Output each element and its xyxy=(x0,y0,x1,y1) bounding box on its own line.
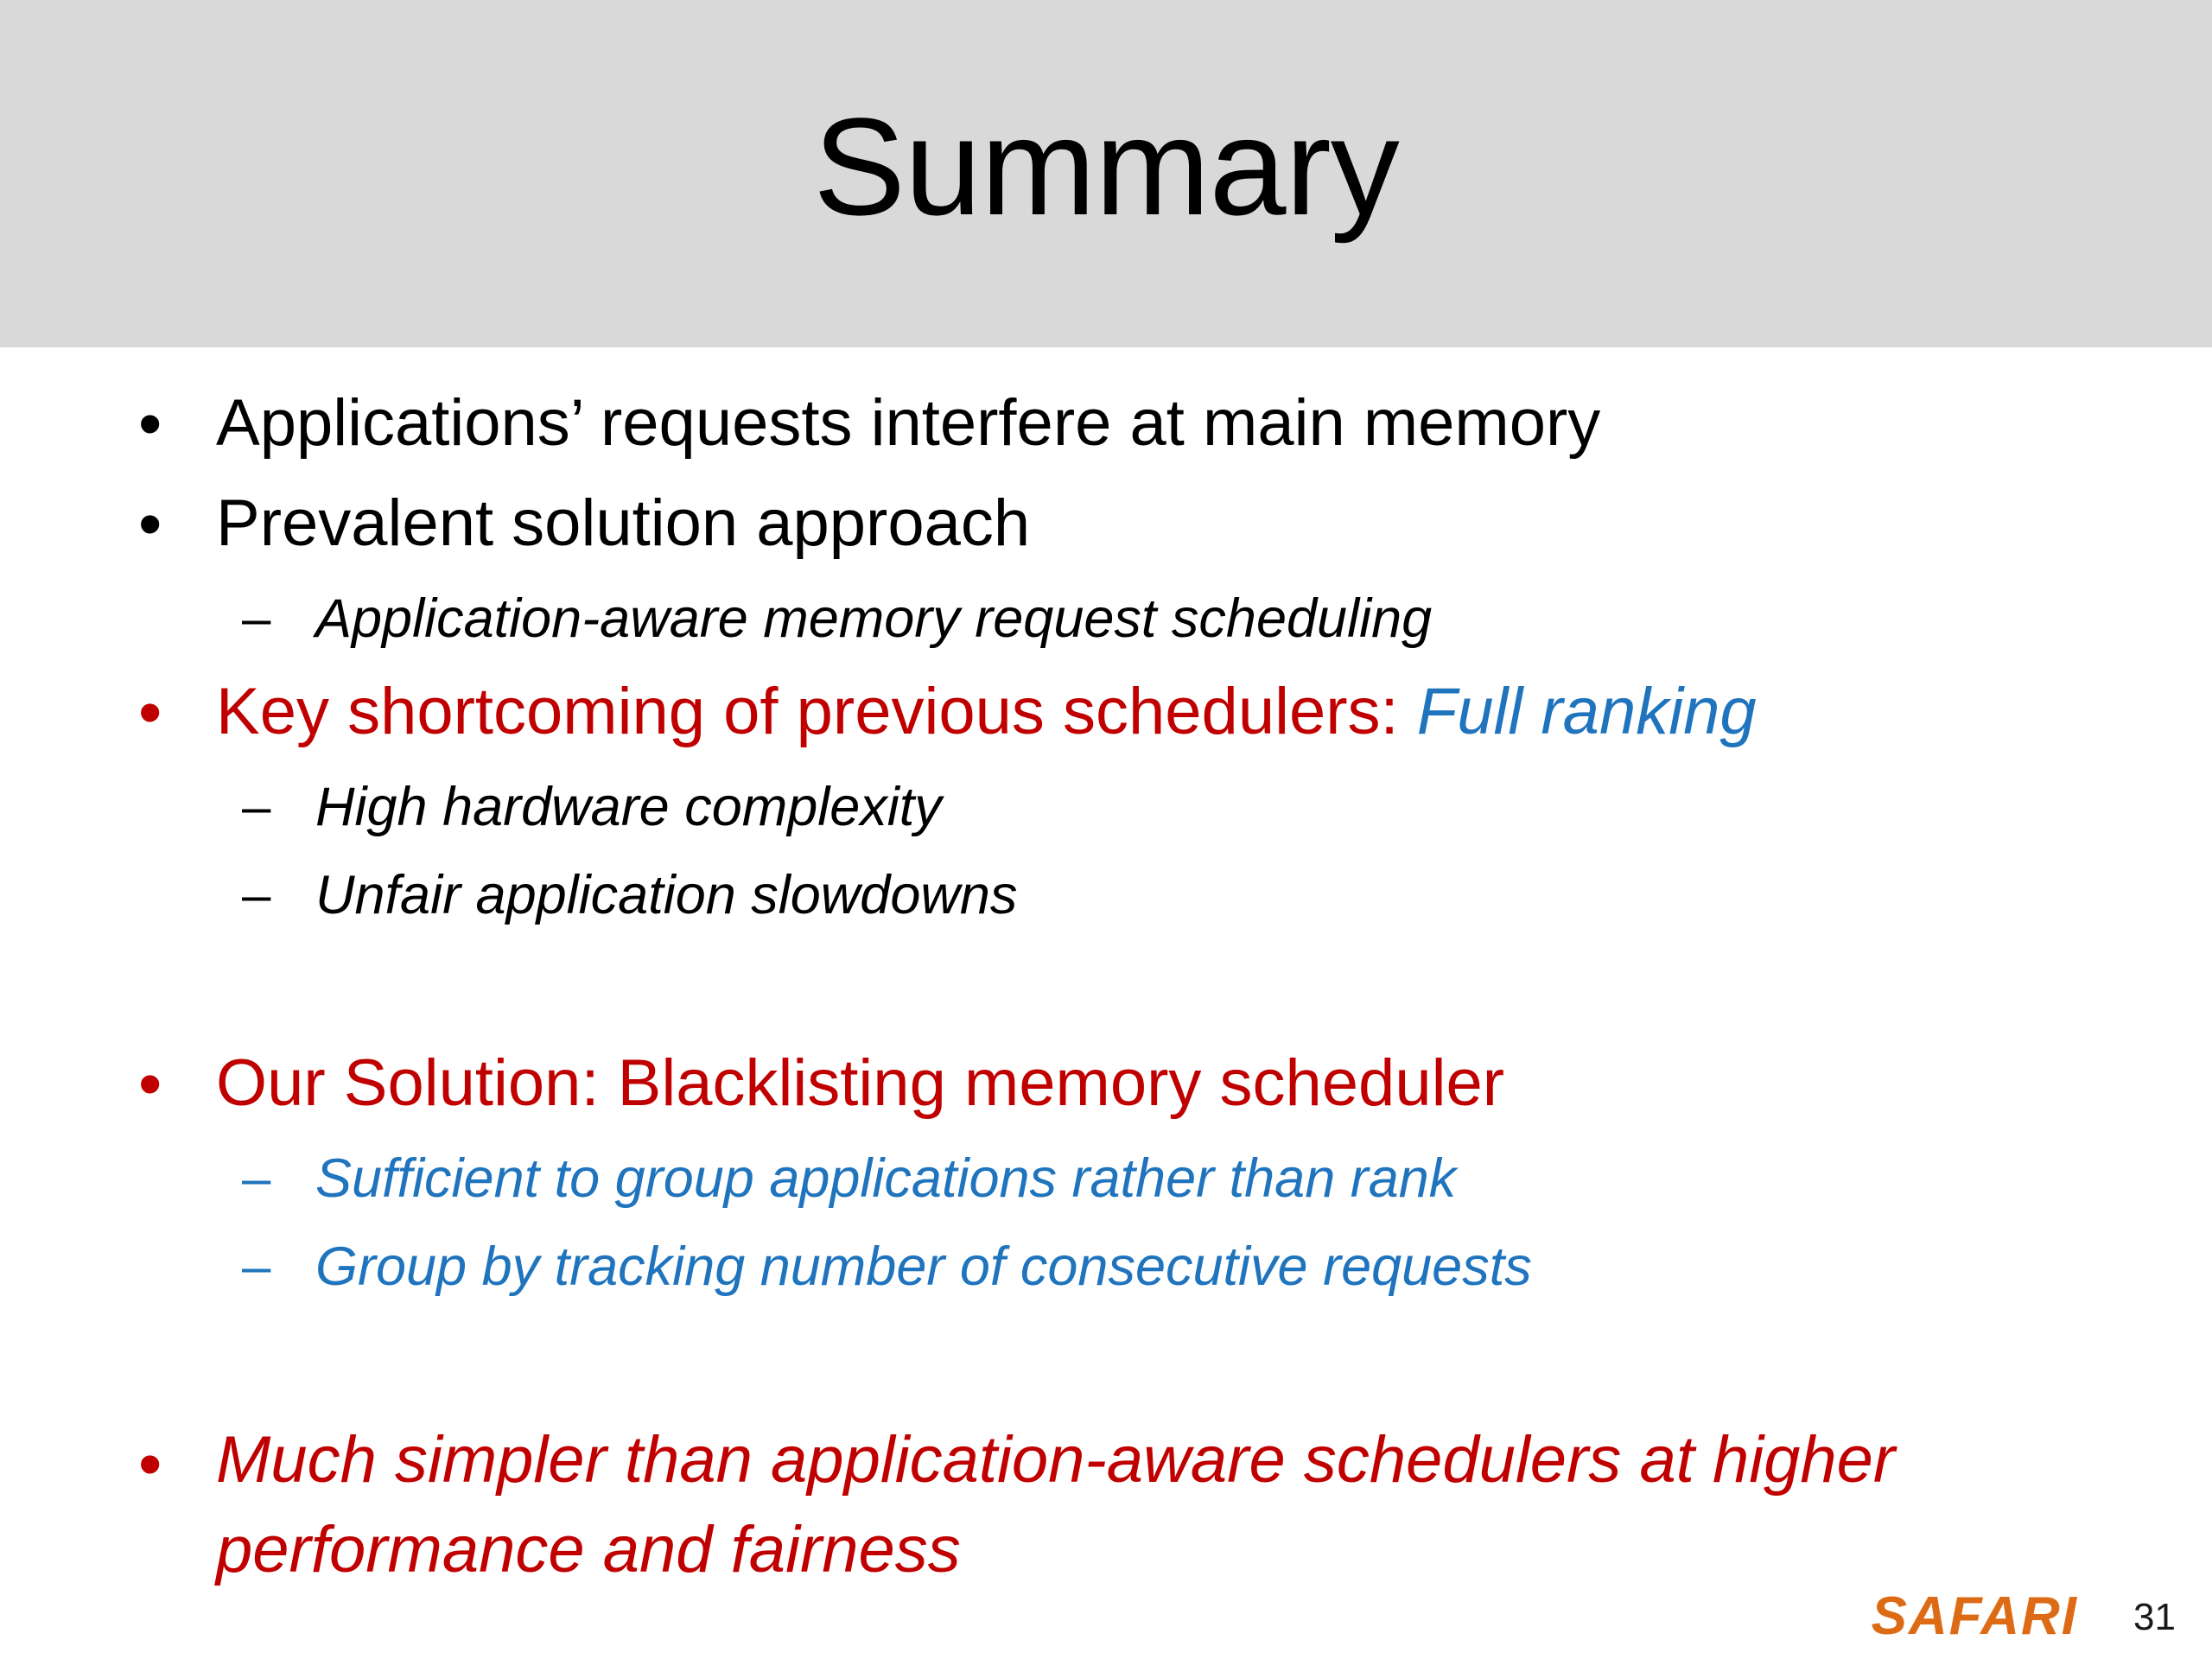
page-number: 31 xyxy=(2133,1596,2176,1638)
list-item: • Key shortcoming of previous schedulers… xyxy=(130,664,2108,760)
bullet-dot-icon: • xyxy=(138,486,162,562)
list-item-label: Prevalent solution approach xyxy=(216,486,1031,560)
bullet-dot-icon: • xyxy=(138,385,162,461)
safari-logo: SAFARI xyxy=(1871,1586,2078,1646)
list-item-sub: – Sufficient to group applications rathe… xyxy=(130,1135,2108,1222)
list-item: • Much simpler than application-aware sc… xyxy=(130,1415,2108,1595)
bullet-dot-icon: • xyxy=(138,674,162,750)
bullet-list: • Applications’ requests interfere at ma… xyxy=(130,375,2108,1599)
bullet-dot-icon: • xyxy=(138,1426,162,1502)
list-item-sub: – Unfair application slowdowns xyxy=(130,852,2108,938)
list-item-label: Our Solution: Blacklisting memory schedu… xyxy=(216,1046,1505,1120)
list-item-sub: – High hardware complexity xyxy=(130,764,2108,850)
list-item-sub-label: High hardware complexity xyxy=(315,777,942,837)
bullet-dot-icon: • xyxy=(138,1046,162,1122)
bullet-dash-icon: – xyxy=(242,1237,271,1295)
bullet-dash-icon: – xyxy=(242,866,271,924)
bullet-dash-icon: – xyxy=(242,1149,271,1207)
list-item-label-main: Key shortcoming of previous schedulers: xyxy=(216,675,1417,748)
list-item-sub: – Group by tracking number of consecutiv… xyxy=(130,1224,2108,1310)
slide-title-band: Summary xyxy=(0,0,2212,347)
list-item-label: Much simpler than application-aware sche… xyxy=(216,1423,1896,1586)
list-item: • Applications’ requests interfere at ma… xyxy=(130,375,2108,472)
slide-footer: SAFARI 31 xyxy=(0,1564,2212,1659)
list-item-sub-label: Sufficient to group applications rather … xyxy=(315,1148,1457,1209)
slide-body: • Applications’ requests interfere at ma… xyxy=(0,347,2212,1659)
spacer xyxy=(130,940,2108,1035)
list-item-sub: – Application-aware memory request sched… xyxy=(130,575,2108,662)
bullet-dash-icon: – xyxy=(242,778,271,836)
list-item-label: Applications’ requests interfere at main… xyxy=(216,386,1601,460)
list-item-label: Key shortcoming of previous schedulers: … xyxy=(216,664,2108,760)
list-item-sub-label: Application-aware memory request schedul… xyxy=(315,588,1433,649)
spacer xyxy=(130,1312,2108,1415)
list-item: • Our Solution: Blacklisting memory sche… xyxy=(130,1035,2108,1132)
bullet-dash-icon: – xyxy=(242,589,271,647)
list-item-label-highlight: Full ranking xyxy=(1416,675,1757,748)
list-item-sub-label: Group by tracking number of consecutive … xyxy=(315,1236,1532,1297)
page-title: Summary xyxy=(813,89,1400,244)
list-item: • Prevalent solution approach xyxy=(130,475,2108,572)
list-item-sub-label: Unfair application slowdowns xyxy=(315,865,1018,925)
